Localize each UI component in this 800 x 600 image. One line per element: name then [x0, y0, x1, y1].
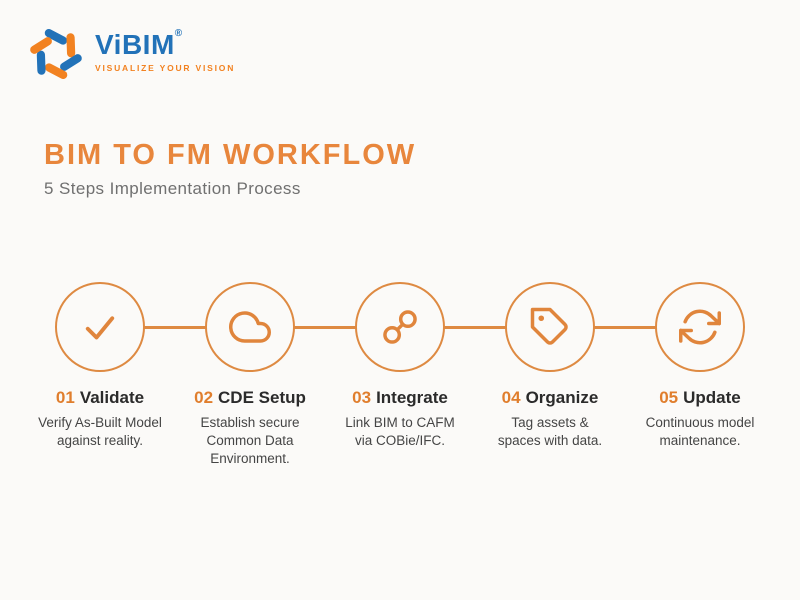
- step-description: Tag assets & spaces with data.: [497, 415, 603, 448]
- check-icon: [85, 316, 115, 340]
- step-number: 03: [352, 388, 372, 407]
- step-description: Establish secure Common Data Environment…: [200, 415, 300, 466]
- step-name: Update: [683, 388, 741, 407]
- vibim-pinwheel-icon: [30, 28, 82, 80]
- step-name: Organize: [525, 388, 599, 407]
- link-icon: [383, 310, 417, 344]
- cloud-icon: [229, 311, 271, 343]
- step-number: 04: [501, 388, 521, 407]
- page-title: BIM TO FM WORKFLOW: [44, 139, 417, 171]
- step-circle: [205, 282, 295, 372]
- registered-trademark-symbol: ®: [174, 28, 183, 39]
- step-circle: [505, 282, 595, 372]
- step-circle: [55, 282, 145, 372]
- step-description: Continuous model maintenance.: [645, 415, 755, 448]
- step-circle: [655, 282, 745, 372]
- step-number: 02: [194, 388, 214, 407]
- step-name: CDE Setup: [218, 388, 306, 407]
- logo-text-block: ViBIM® VISUALIZE YOUR VISION: [95, 28, 236, 74]
- step-number: 01: [55, 388, 75, 407]
- step-description: Link BIM to CAFM via COBie/IFC.: [345, 415, 455, 448]
- step-name: Integrate: [376, 388, 448, 407]
- logo-tagline: VISUALIZE YOUR VISION: [95, 63, 236, 73]
- tag-icon: [530, 307, 568, 345]
- page-subtitle: 5 Steps Implementation Process: [44, 179, 301, 199]
- refresh-icon: [679, 309, 721, 345]
- step-number: 05: [659, 388, 679, 407]
- step-description: Verify As-Built Model against reality.: [38, 415, 162, 448]
- step-circle: [355, 282, 445, 372]
- header: BIM TO FM WORKFLOW 5 Steps Implementatio…: [44, 139, 416, 199]
- logo-brand-text: ViBIM: [95, 29, 175, 60]
- step-name: Validate: [79, 388, 145, 407]
- vibim-logo: ViBIM® VISUALIZE YOUR VISION: [27, 25, 235, 83]
- logo-brand-name: ViBIM®: [95, 28, 235, 60]
